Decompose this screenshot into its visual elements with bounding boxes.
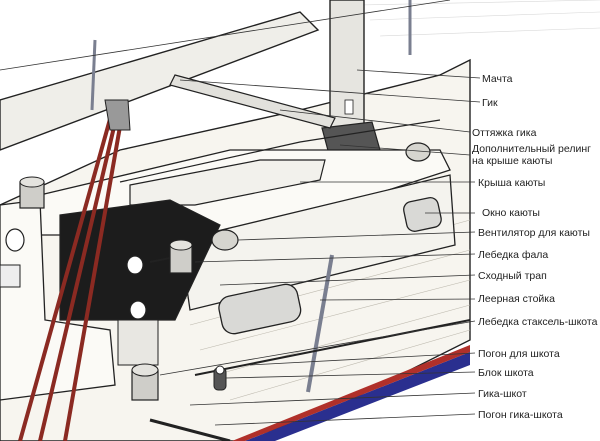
label-line: на крыше каюты	[472, 155, 552, 167]
label-boom-vang: Оттяжка гика	[472, 127, 537, 139]
main-sheet-track	[149, 418, 231, 441]
lifeline	[0, 0, 451, 71]
stanchion	[306, 254, 334, 393]
sheet-track	[194, 319, 471, 376]
label-sheet-track: Погон для шкота	[478, 348, 560, 360]
cabin-vent-icon	[211, 229, 239, 251]
label-cabin-window: Окно каюты	[482, 207, 540, 219]
label-cabin-vent: Вентилятор для каюты	[478, 227, 590, 239]
mast-slot	[344, 99, 354, 115]
label-main-sheet: Гика-шкот	[478, 388, 527, 400]
sheet-ropes	[18, 109, 124, 441]
background-hatch	[359, 0, 600, 37]
coaming-panel	[117, 319, 159, 366]
label-line: Дополнительный релинг	[472, 143, 591, 155]
coaming-vent	[0, 264, 21, 288]
label-boom: Гик	[482, 97, 498, 109]
leader-lines	[159, 69, 481, 426]
boom-vang	[169, 74, 336, 129]
porthole-icon	[126, 255, 144, 275]
roof-handrail	[119, 119, 441, 183]
label-halyard-winch: Лебедка фала	[478, 249, 548, 261]
label-jib-sheet-winch: Лебедка стаксель-шкота	[478, 316, 598, 328]
boom-block-icon	[104, 99, 131, 131]
label-companionway: Сходный трап	[478, 270, 547, 282]
stanchion	[90, 39, 97, 111]
cabin-window	[218, 283, 302, 335]
label-stanchion: Леерная стойка	[478, 293, 555, 305]
hull-stripe-red	[232, 345, 470, 441]
label-main-sheet-track: Погон гика-шкота	[478, 409, 563, 421]
label-mast: Мачта	[482, 73, 513, 85]
porthole-icon	[129, 300, 147, 320]
boom	[0, 11, 320, 151]
label-cabin-roof: Крыша каюты	[478, 177, 545, 189]
label-sheet-block: Блок шкота	[478, 367, 534, 379]
jib-sheet-winch-icon	[131, 363, 159, 401]
sheet-block-icon	[213, 365, 227, 391]
labels: Мачта Гик Оттяжка гика Дополнительный ре…	[472, 73, 598, 421]
winch-icon	[19, 176, 45, 209]
halyard-winch-icon	[149, 239, 193, 274]
porthole-icon	[5, 228, 25, 252]
cabin-window	[403, 197, 442, 232]
